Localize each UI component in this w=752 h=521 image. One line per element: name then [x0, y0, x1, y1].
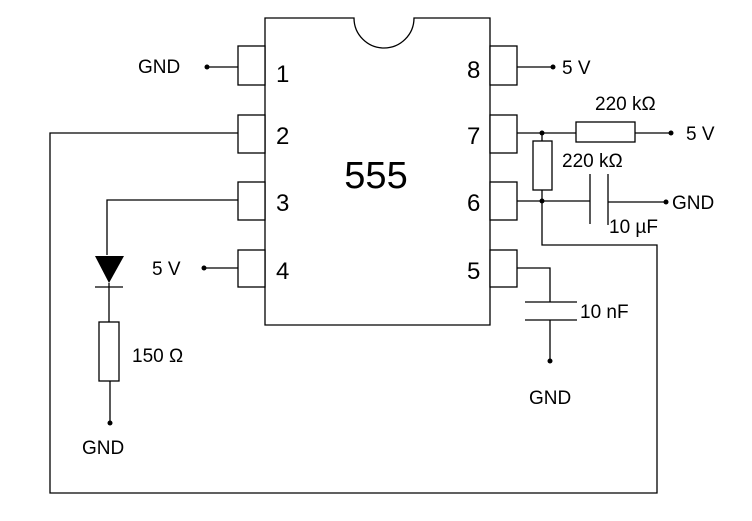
resistor-label: 220 kΩ [562, 151, 623, 172]
trigger-wire [49, 132, 658, 494]
gnd-label: GND [138, 57, 180, 78]
resistor-150 [98, 321, 120, 382]
resistor-label: 220 kΩ [595, 94, 656, 115]
capacitor-label: 10 µF [609, 217, 658, 238]
pin-number: 7 [467, 123, 480, 150]
terminal-dot [107, 420, 113, 426]
gnd-label: GND [672, 193, 714, 214]
pin-number: 2 [276, 123, 289, 150]
wire [517, 267, 551, 302]
terminal-dot [668, 130, 674, 136]
terminal-dot [550, 64, 556, 70]
pin-8 [489, 45, 518, 86]
pin-4 [237, 249, 266, 288]
pin-number: 1 [276, 61, 289, 88]
pin-number: 8 [467, 57, 480, 84]
pin-3 [237, 181, 266, 221]
terminal-dot [204, 64, 210, 70]
gnd-label: GND [82, 438, 124, 459]
terminal-dot [663, 199, 669, 205]
pin-7 [489, 114, 518, 154]
capacitor-label: 10 nF [580, 302, 629, 323]
pin-number: 6 [467, 190, 480, 217]
resistor-220k-horizontal [575, 121, 636, 143]
pin-number: 3 [276, 190, 289, 217]
pin-number: 5 [467, 258, 480, 285]
pin-number: 4 [276, 258, 289, 285]
pin-2 [237, 114, 266, 154]
terminal-dot [201, 265, 207, 271]
pin-1 [237, 45, 266, 86]
resistor-label: 150 Ω [132, 346, 183, 367]
wire [106, 199, 238, 255]
junction-dot [539, 198, 545, 204]
ic-body [264, 17, 491, 326]
pin-6 [489, 181, 518, 221]
ic-label: 555 [344, 155, 407, 197]
vcc-label: 5 V [152, 259, 181, 280]
pin-5 [489, 249, 518, 288]
terminal-dot [547, 358, 553, 364]
led-diode-icon [95, 256, 124, 283]
resistor-220k-vertical [532, 140, 553, 191]
gnd-label: GND [529, 388, 571, 409]
vcc-label: 5 V [686, 124, 715, 145]
vcc-label: 5 V [562, 58, 591, 79]
